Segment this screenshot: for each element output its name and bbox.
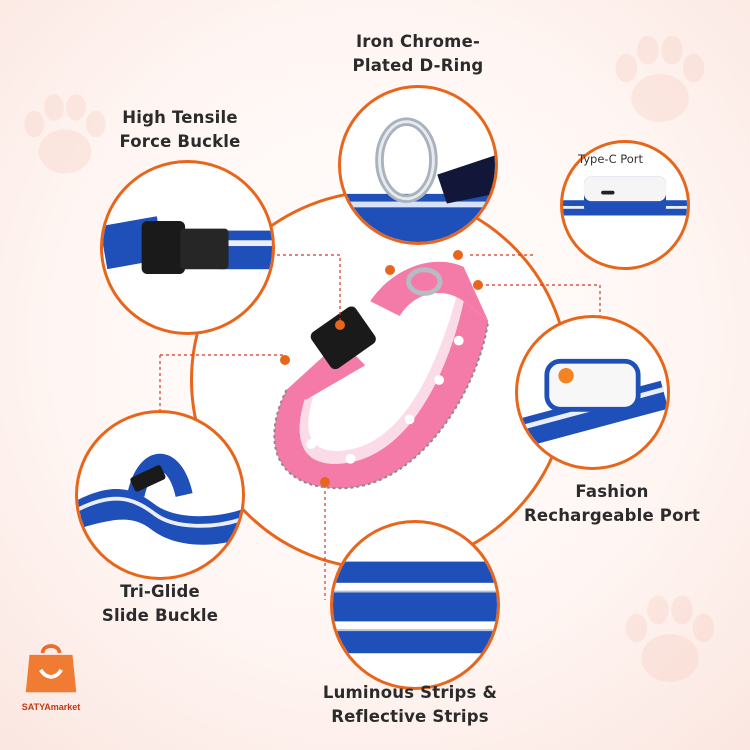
strips-detail-circle xyxy=(330,520,500,690)
d-ring-detail-circle xyxy=(338,85,498,245)
rechargeable-port-image xyxy=(518,358,667,448)
pink-collar-image xyxy=(273,261,490,490)
d-ring-image xyxy=(341,117,495,242)
tri-glide-image xyxy=(78,454,242,545)
d-ring-label-line2: Plated D-Ring xyxy=(352,56,484,75)
buckle-image xyxy=(103,216,272,275)
strips-label-line2: Reflective Strips xyxy=(331,707,489,726)
buckle-label-line1: High Tensile xyxy=(122,108,238,127)
paw-print-icon xyxy=(625,595,715,682)
type-c-port-label: Type-C Port xyxy=(578,152,644,166)
d-ring-label-line1: Iron Chrome- xyxy=(355,32,481,51)
brand-logo: SATYAmarket xyxy=(20,638,82,712)
type-c-port-image xyxy=(563,176,687,216)
tri-glide-label-line2: Slide Buckle xyxy=(101,606,219,625)
d-ring-label: Iron Chrome- Plated D-Ring xyxy=(318,30,518,78)
shopping-bag-icon xyxy=(25,644,77,693)
reflective-strips-image xyxy=(333,561,497,654)
type-c-detail-circle xyxy=(560,140,690,270)
port-label: Fashion Rechargeable Port xyxy=(512,480,712,528)
port-label-line2: Rechargeable Port xyxy=(523,506,701,525)
buckle-detail-circle xyxy=(100,160,275,335)
strips-label-line1: Luminous Strips & xyxy=(322,683,498,702)
port-detail-circle xyxy=(515,315,670,470)
tri-glide-label: Tri-Glide Slide Buckle xyxy=(70,580,250,628)
tri-glide-detail-circle xyxy=(75,410,245,580)
port-label-line1: Fashion xyxy=(575,482,649,501)
paw-print-icon xyxy=(615,35,705,122)
paw-print-icon xyxy=(24,94,106,174)
brand-logo-text: SATYAmarket xyxy=(21,702,81,712)
buckle-label: High Tensile Force Buckle xyxy=(90,106,270,154)
buckle-label-line2: Force Buckle xyxy=(119,132,241,151)
strips-label: Luminous Strips & Reflective Strips xyxy=(300,681,520,729)
tri-glide-label-line1: Tri-Glide xyxy=(120,582,200,601)
